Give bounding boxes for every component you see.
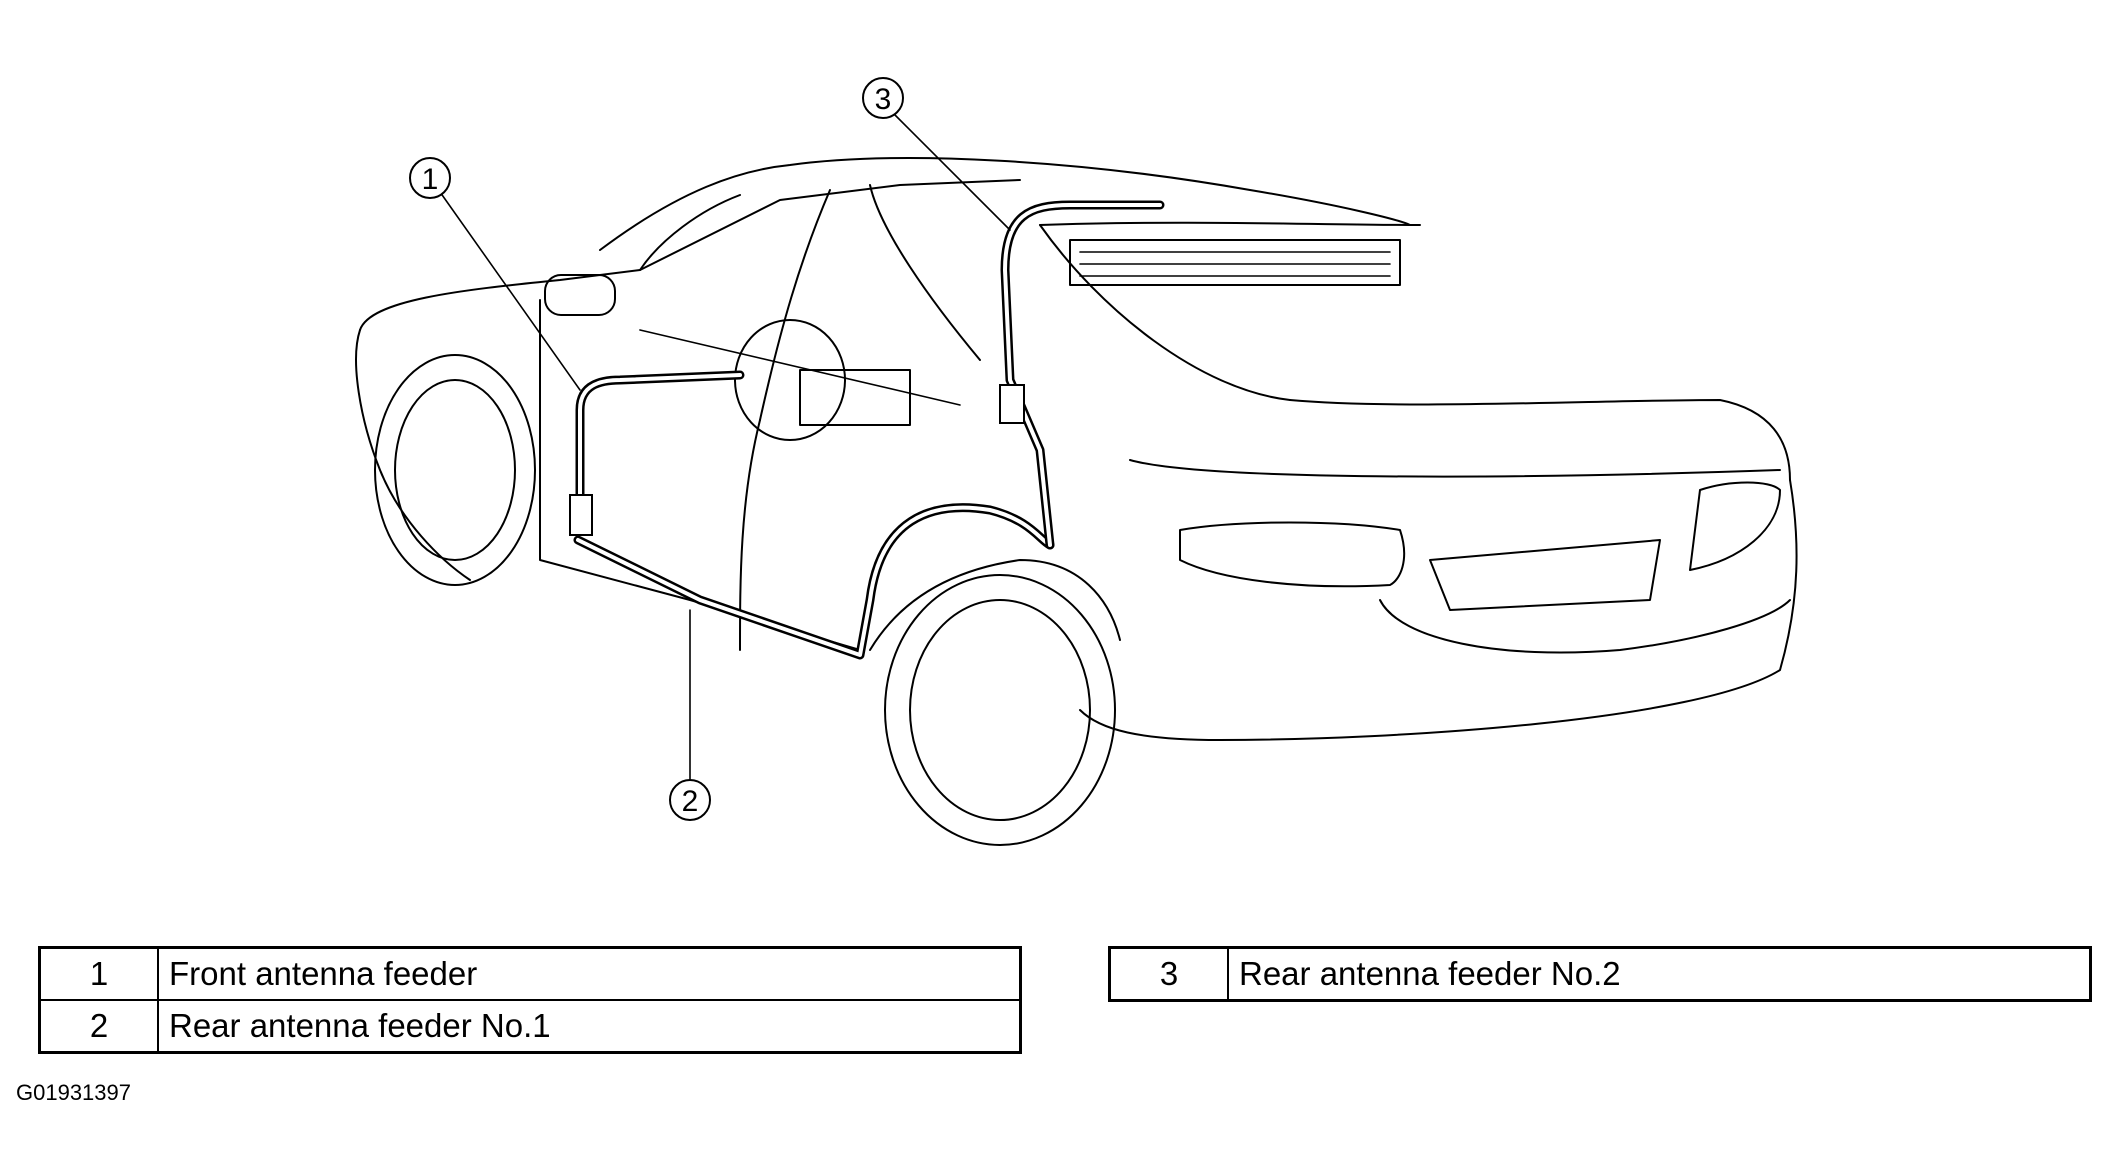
callouts: 1 2 3 xyxy=(409,77,1011,821)
legend-row: 2 Rear antenna feeder No.1 xyxy=(38,999,1022,1054)
callout-1: 1 xyxy=(422,163,439,196)
legend-label: Rear antenna feeder No.1 xyxy=(157,999,1022,1054)
legend-label: Front antenna feeder xyxy=(157,946,1022,1001)
car-antenna-diagram: 1 2 3 xyxy=(355,77,1798,846)
legend-number: 2 xyxy=(38,999,159,1054)
legend-label: Rear antenna feeder No.2 xyxy=(1227,946,2092,1002)
callout-marker-2 xyxy=(669,779,711,821)
callout-marker-3 xyxy=(862,77,904,119)
antenna-feeders xyxy=(569,200,1165,660)
legend-row: 3 Rear antenna feeder No.2 xyxy=(1108,946,2092,1002)
callout-marker-1 xyxy=(409,157,451,199)
legend-number: 1 xyxy=(38,946,159,1001)
front-feeder-connector xyxy=(569,494,593,536)
callout-3: 3 xyxy=(875,83,892,116)
legend-table-left: 1 Front antenna feeder 2 Rear antenna fe… xyxy=(38,946,1022,1054)
rear-feeder-connector xyxy=(999,384,1025,424)
callout-2: 2 xyxy=(682,785,699,818)
legend-row: 1 Front antenna feeder xyxy=(38,946,1022,1001)
figure-code: G01931397 xyxy=(16,1080,131,1105)
legend-table-right: 3 Rear antenna feeder No.2 xyxy=(1108,946,2092,1002)
legend-number: 3 xyxy=(1108,946,1229,1002)
callout-leader-1 xyxy=(439,191,581,391)
callout-leader-3 xyxy=(894,114,1011,231)
